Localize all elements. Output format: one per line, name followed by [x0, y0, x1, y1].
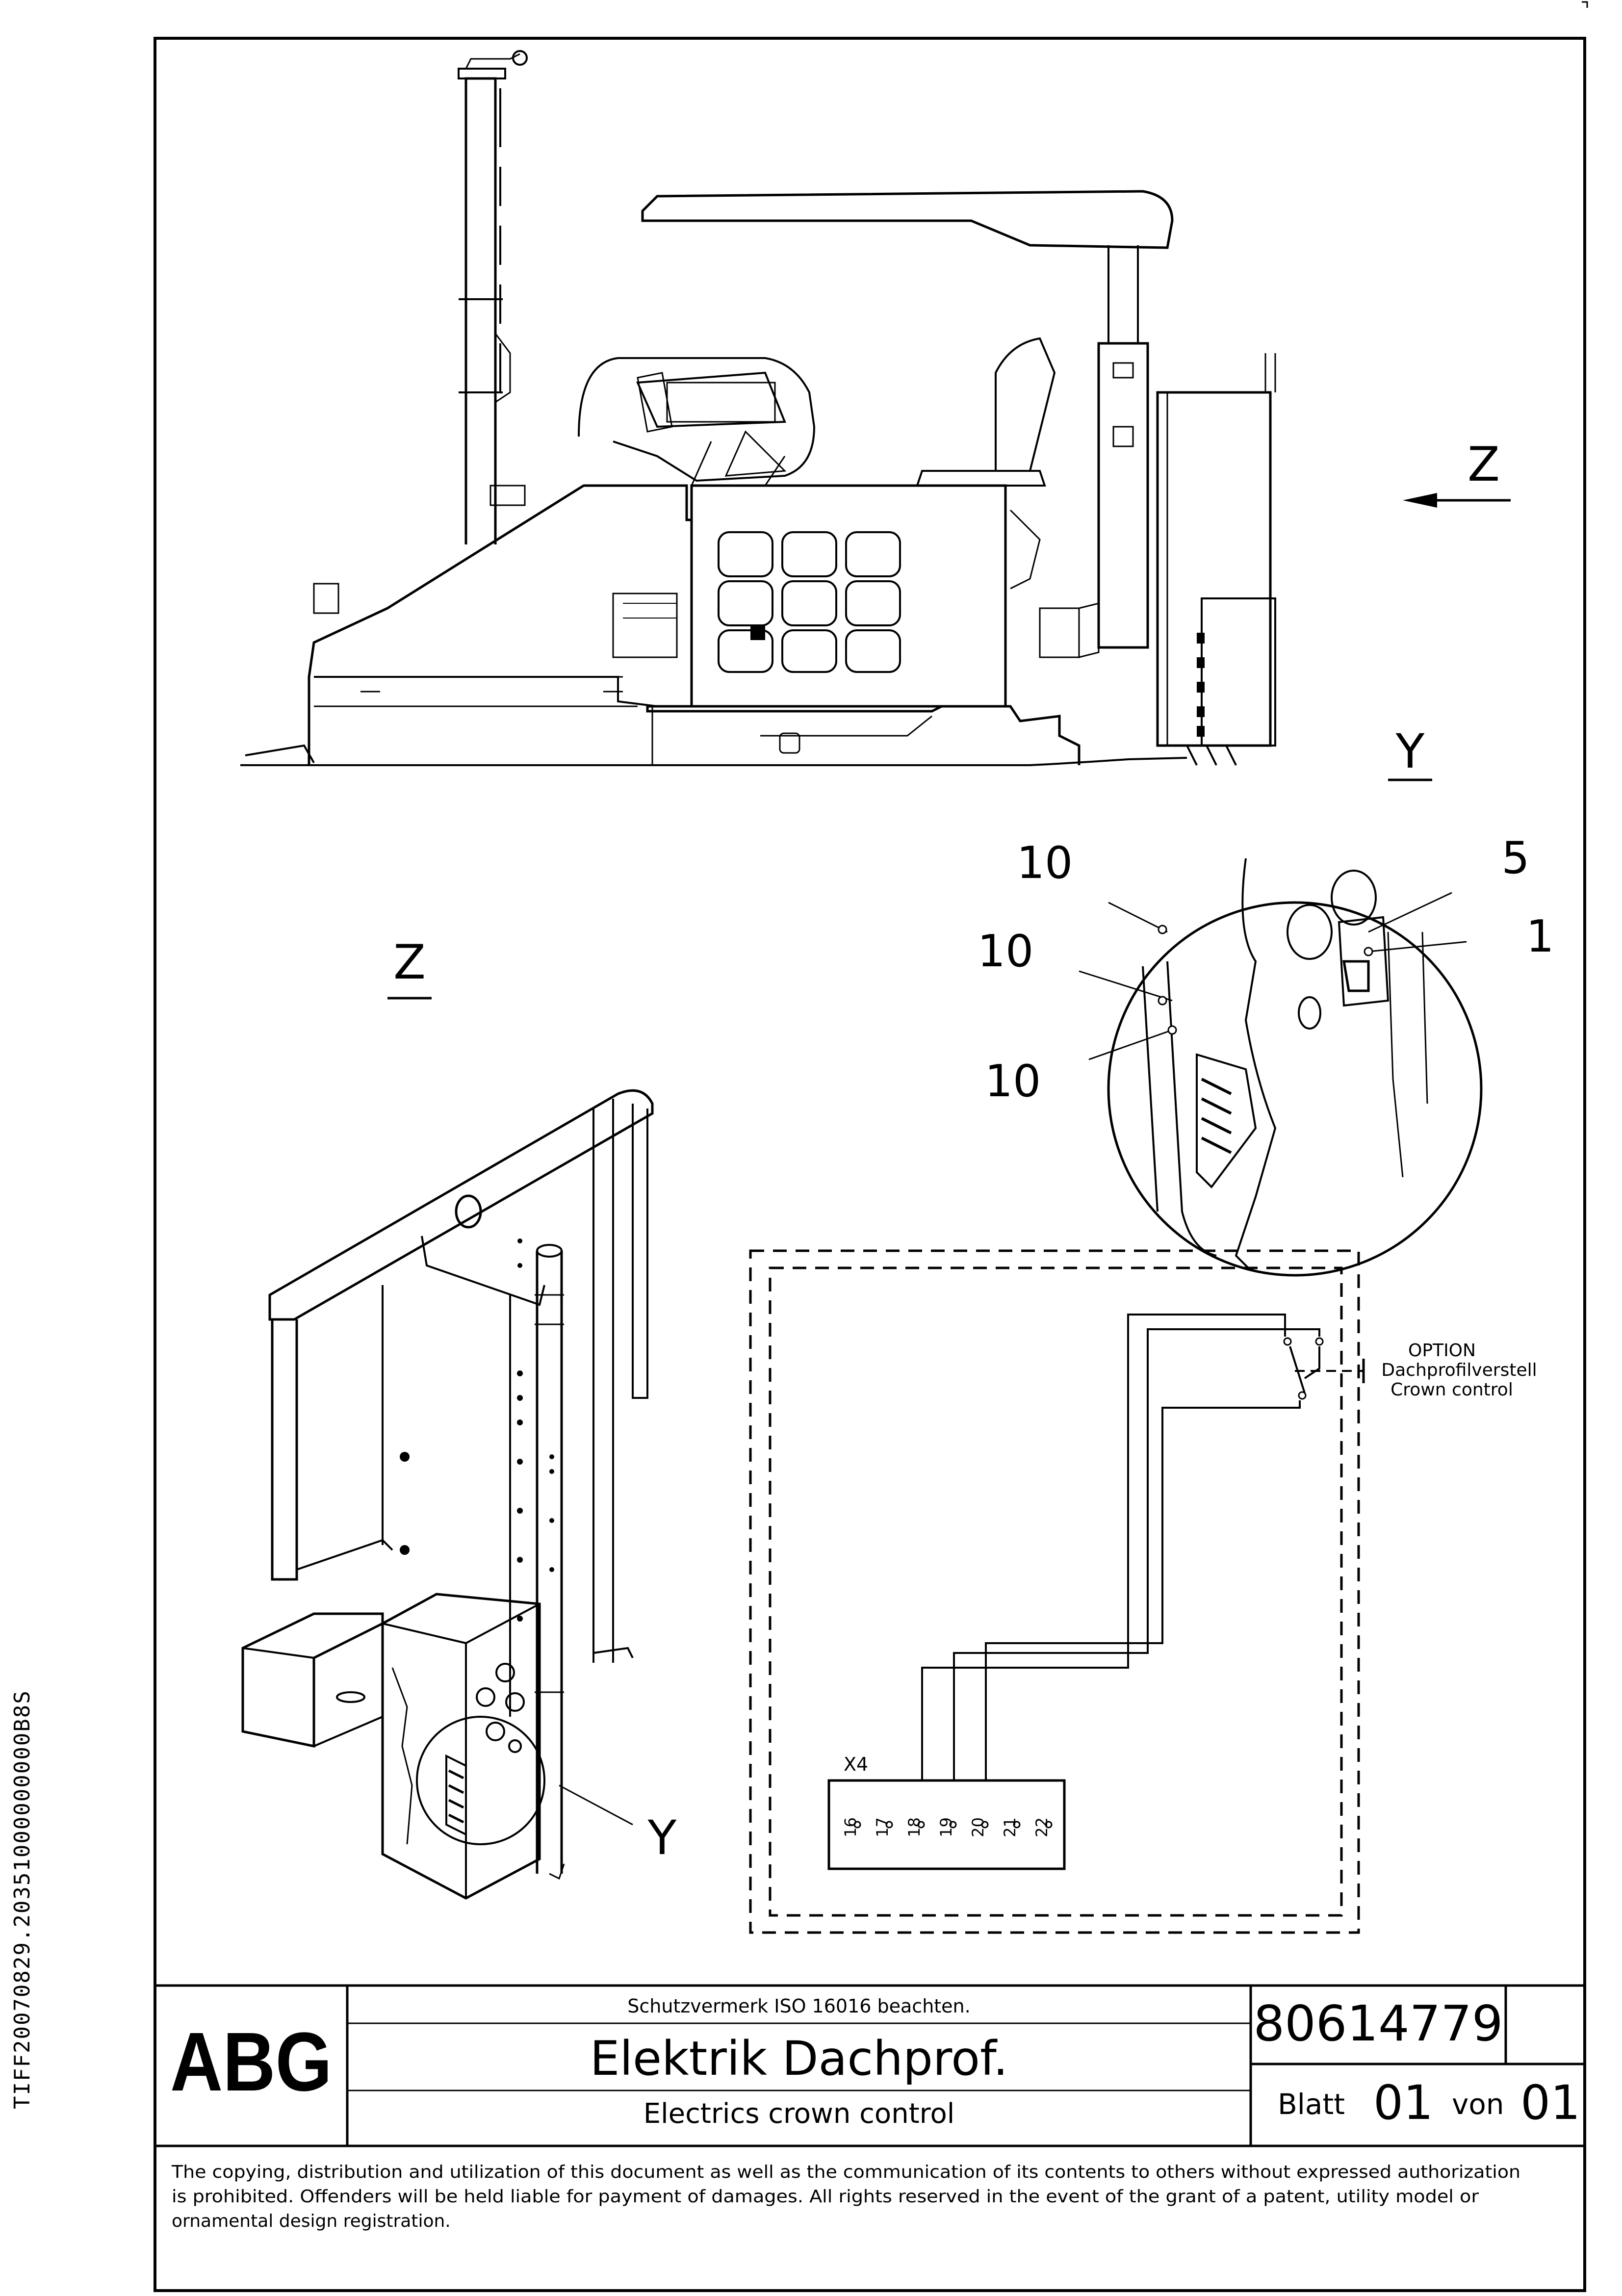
drawing-title-de: Elektrik Dachprof.	[590, 2031, 1008, 2086]
callout-y-label: Y	[647, 1810, 677, 1865]
detail-y-view	[1079, 858, 1483, 1277]
option-label-en: Crown control	[1390, 1380, 1513, 1400]
terminal-19: 19	[937, 1817, 955, 1837]
z-section-frame	[241, 1089, 654, 1900]
callout-10-lower: 10	[985, 1056, 1041, 1107]
sheet-label: Blatt	[1278, 2088, 1345, 2121]
view-label-y-side: Y	[1395, 724, 1425, 779]
sheet-total: 01	[1520, 2075, 1580, 2130]
terminal-18: 18	[905, 1817, 924, 1837]
copyright-line-1: The copying, distribution and utilizatio…	[171, 2162, 1520, 2182]
callout-10-middle: 10	[978, 926, 1034, 977]
view-label-z-arrow: Z	[1468, 437, 1500, 492]
option-label-de: Dachprofilverstell	[1381, 1360, 1537, 1380]
part-number: 80614779	[1254, 1995, 1503, 2052]
callout-1: 1	[1526, 911, 1554, 962]
company-logo: ABG	[170, 2015, 332, 2109]
drawing-title-en: Electrics crown control	[644, 2098, 955, 2130]
terminal-16: 16	[841, 1817, 860, 1837]
terminal-22: 22	[1032, 1817, 1051, 1837]
copyright-line-2: is prohibited. Offenders will be held li…	[172, 2187, 1479, 2207]
option-label: OPTION	[1408, 1341, 1476, 1361]
terminal-20: 20	[969, 1817, 987, 1837]
view-label-z-section: Z	[393, 935, 426, 990]
wiring-diagram	[749, 1249, 1365, 1934]
sheet-frame	[154, 37, 1586, 2292]
paver-side-view	[240, 50, 1276, 766]
view-z-arrow	[1403, 493, 1511, 508]
callout-5: 5	[1501, 832, 1529, 884]
of-label: von	[1452, 2088, 1504, 2121]
terminal-17: 17	[873, 1817, 892, 1837]
copyright-line-3: ornamental design registration.	[172, 2211, 451, 2231]
vertical-file-code: TIFF20070829.20351000000000B8S	[10, 1690, 35, 2109]
callout-10-upper: 10	[1017, 837, 1073, 889]
terminal-block-label: X4	[844, 1754, 868, 1775]
terminal-21: 21	[1001, 1817, 1019, 1837]
title-block-grid	[155, 1984, 1585, 2147]
sheet-number: 01	[1373, 2075, 1433, 2130]
corner-mark	[1582, 1, 1588, 8]
protection-note: Schutzvermerk ISO 16016 beachten.	[627, 1995, 970, 2017]
